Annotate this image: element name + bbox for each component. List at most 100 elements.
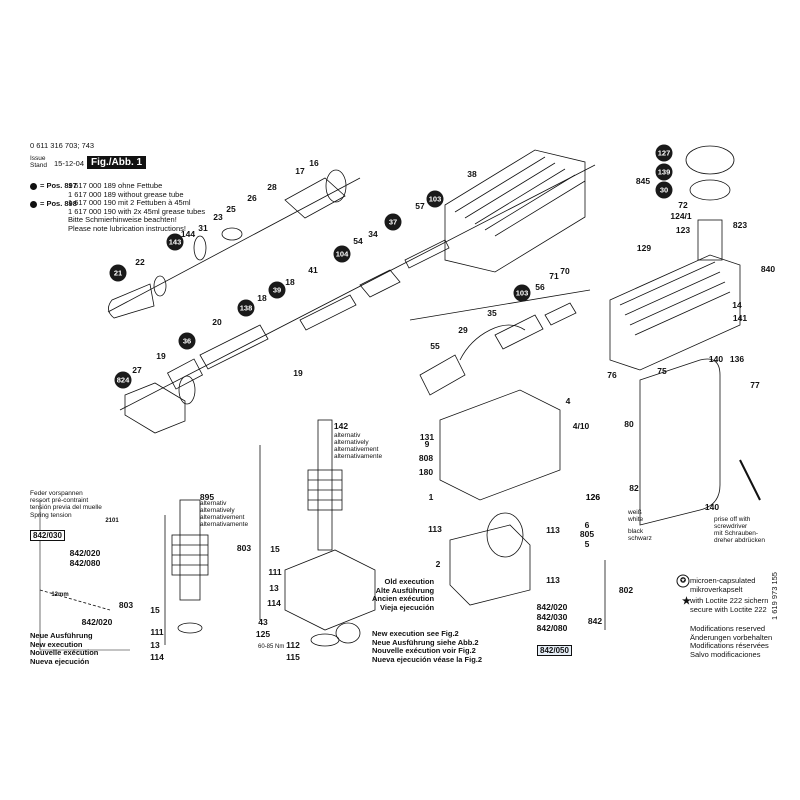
part-label: 77 (750, 380, 760, 390)
part-29-spring (459, 324, 526, 361)
callout-disc: 103 (426, 190, 444, 208)
callout-disc: 104 (333, 245, 351, 263)
part-label: 41 (308, 265, 318, 275)
part-label: 80 (624, 419, 634, 429)
loctite-star-icon: ★ (682, 596, 691, 607)
part-label: 14 (732, 300, 742, 310)
part-label: 840 (760, 264, 776, 274)
part-72-gear (685, 145, 735, 175)
part-34-shape (359, 269, 401, 298)
part-label: 5 (584, 539, 590, 549)
part-label: 19 (156, 351, 166, 361)
part-label: 111 (150, 627, 164, 637)
part-label: 82 (629, 483, 639, 493)
part-label: 803 (118, 600, 134, 610)
part-label: 23 (213, 212, 223, 222)
issue-date: 15-12-04 (54, 159, 85, 168)
part-label: 18 (257, 293, 267, 303)
callout-label: 140 (708, 354, 724, 364)
doc-code: 1 619 973 155 (770, 572, 779, 620)
part-label: 802 (618, 585, 634, 595)
part-label: 805 (579, 529, 595, 539)
part-41-shape (299, 294, 357, 331)
part-label: 26 (247, 193, 257, 203)
axis-line-upper-left (107, 177, 361, 313)
microcapsule-icon: ✪ (676, 574, 690, 588)
part-17-shape (284, 177, 346, 219)
callout-disc: 37 (384, 213, 402, 231)
part-label: 113 (546, 575, 560, 585)
part-label: 129 (636, 243, 652, 253)
torque-label: 60-85 Nm (258, 644, 285, 650)
part-label: 12mm (51, 592, 69, 598)
part-22-shape (108, 283, 155, 319)
part-label: 34 (368, 229, 378, 239)
part-label: 54 (353, 236, 363, 246)
part-label: 141 (732, 313, 748, 323)
callout-label: 136 (729, 354, 745, 364)
bullet-marker (30, 183, 37, 190)
callout-disc: 138 (237, 299, 255, 317)
part-label: 895 (199, 492, 215, 502)
part-label: 845 (635, 176, 651, 186)
part-label: 15 (270, 544, 280, 554)
part-label: 56 (535, 282, 545, 292)
part-label: 180 (418, 467, 434, 477)
legend-loctite: with Loctite 222 sichern secure with Loc… (690, 596, 769, 614)
old-execution-note: Old execution Alte Ausführung Ancien exé… (372, 577, 435, 612)
part-label: 842/080 (536, 623, 568, 633)
part-label: 842/020 (81, 617, 113, 627)
part-label: 2101 (105, 518, 119, 524)
part-ring-shape (153, 275, 167, 297)
prise-off-note: prise off with screwdriver mit Schrauben… (714, 516, 765, 544)
part-label: 803 (236, 543, 252, 553)
part-label: 1 (428, 492, 434, 502)
new-execution-note: New execution see Fig.2 Neue Ausführung … (372, 629, 483, 664)
callout-disc: 127 (655, 144, 673, 162)
part-label: 17 (295, 166, 305, 176)
legend-micro: microen-capsulated mikroverkapselt (690, 576, 756, 594)
part-label: 71 (549, 271, 559, 281)
part-label: 124/1 (670, 211, 692, 221)
spring-ref-box: 842/030 (30, 530, 65, 541)
part-label: 29 (458, 325, 468, 335)
callout-label: 126 (585, 492, 601, 502)
part-label: 113 (546, 525, 560, 535)
part-label: 111 (268, 567, 282, 577)
part-19-flange (124, 382, 186, 434)
wire-black-label: black schwarz (628, 528, 652, 542)
part-label: 842 (587, 616, 603, 626)
part-label: 126 (585, 492, 601, 502)
part-label: 115 (286, 652, 300, 662)
part-label: 140 (704, 502, 720, 512)
armature-left (179, 499, 201, 601)
part-label: 112 (286, 640, 300, 650)
part-840-housing (609, 254, 741, 371)
callout-disc: 824 (114, 371, 132, 389)
part-label: 123 (675, 225, 691, 235)
pos897-note: 1 617 000 189 ohne Fettube 1 617 000 189… (68, 181, 184, 199)
part-label: 57 (415, 201, 425, 211)
part-label: 13 (269, 583, 279, 593)
part-label: 16 (309, 158, 319, 168)
part-label: 113 (428, 524, 442, 534)
doc-number: 0 611 316 703; 743 (30, 141, 95, 150)
part-35-shape (494, 314, 544, 350)
part-label: 19 (293, 368, 303, 378)
part-label: 28 (267, 182, 277, 192)
part-label: 142 (333, 421, 349, 431)
figure-label: Fig./Abb. 1 (87, 156, 147, 169)
part-label: 842/020 (536, 602, 568, 612)
part-38-cylinder (444, 149, 586, 273)
part-label: 38 (467, 169, 477, 179)
part-label: 25 (226, 204, 236, 214)
part-label: 76 (607, 370, 617, 380)
callout-disc: 139 (655, 163, 673, 181)
part-label: 27 (132, 365, 142, 375)
part-20-shape (199, 324, 269, 370)
part-131-housing (439, 389, 561, 501)
armature-middle (317, 419, 333, 551)
axis-line-lower (409, 289, 591, 321)
bullet-marker (30, 201, 37, 208)
